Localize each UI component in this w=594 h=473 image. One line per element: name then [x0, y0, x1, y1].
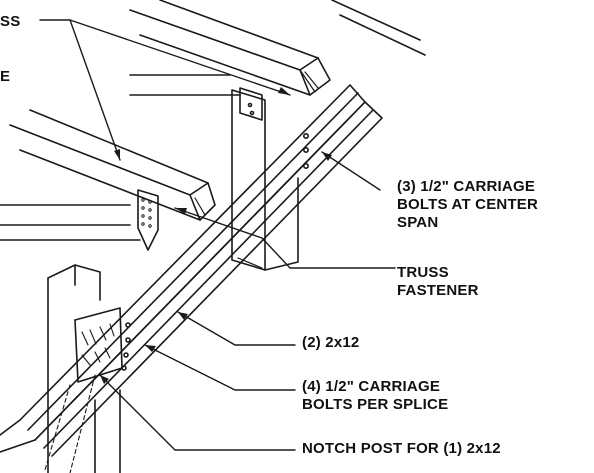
- label-line: (3) 1/2" CARRIAGE: [397, 178, 536, 195]
- label-line: (4) 1/2" CARRIAGE: [302, 378, 441, 395]
- label-truss-partial: SS: [0, 13, 21, 30]
- splice-plate: [44, 307, 131, 473]
- upper-truss: [129, 0, 426, 96]
- label-truss-fastener: TRUSS FASTENER: [397, 264, 479, 300]
- label-line: BOLTS AT CENTER: [397, 196, 539, 213]
- arrowhead-truss-lower: [114, 149, 120, 160]
- label-line: FASTENER: [397, 282, 479, 299]
- label-notch-post: NOTCH POST FOR (1) 2x12: [302, 440, 501, 457]
- arrowhead-splice-bolts: [145, 345, 156, 352]
- center-span-bolts: [302, 133, 309, 170]
- arrowhead-center-bolts: [322, 152, 332, 161]
- label-edge-partial: E: [0, 68, 11, 85]
- upper-post: [231, 89, 299, 271]
- label-carriage-bolts-center-span: (3) 1/2" CARRIAGE BOLTS AT CENTER SPAN: [397, 178, 538, 232]
- label-beam-2x12: (2) 2x12: [302, 334, 360, 351]
- label-line: BOLTS PER SPLICE: [302, 396, 449, 413]
- lower-truss: [0, 109, 216, 241]
- arrowhead-truss-top: [278, 87, 290, 95]
- truss-fastener-plate-upper: [239, 87, 263, 121]
- main-beam-2x12: [0, 84, 383, 457]
- label-line: TRUSS: [397, 264, 449, 281]
- arrowhead-notch: [100, 375, 109, 384]
- label-carriage-bolts-splice: (4) 1/2" CARRIAGE BOLTS PER SPLICE: [302, 378, 448, 414]
- lower-post: [47, 264, 121, 473]
- arrowhead-beam: [178, 312, 188, 320]
- arrowhead-fastener: [175, 208, 187, 214]
- label-line: SPAN: [397, 214, 439, 231]
- leader-lines: [39, 19, 396, 451]
- truss-fastener-plate-lower: [137, 189, 159, 251]
